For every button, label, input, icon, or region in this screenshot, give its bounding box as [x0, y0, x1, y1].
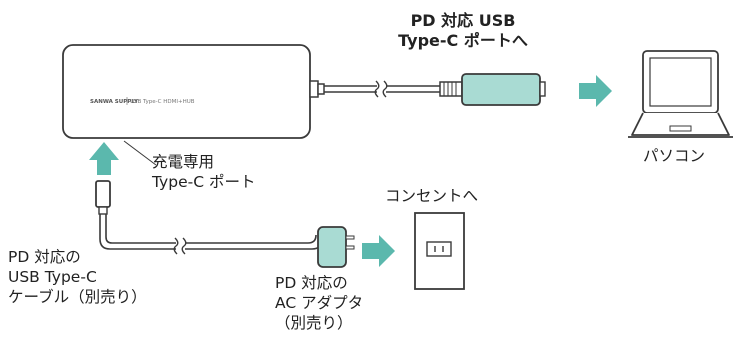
- strain-relief: [439, 81, 463, 97]
- usb-c-plug: [461, 73, 541, 106]
- arrow-to-outlet-icon: [362, 235, 395, 267]
- cable-label-line3: ケーブル（別売り）: [8, 288, 147, 306]
- adapter-label-line1: PD 対応の: [275, 274, 348, 292]
- wall-outlet-icon: [414, 212, 465, 290]
- cable-label-line2: USB Type-C: [8, 268, 97, 286]
- hub-model-text: USB Type-C HDMI+HUB: [130, 99, 195, 105]
- charging-port-label-line1: 充電専用: [152, 153, 215, 171]
- pc-label: パソコン: [643, 147, 706, 165]
- usb-hub: SANWA SUPPLY USB Type-C HDMI+HUB: [62, 44, 311, 139]
- charging-port-label-line2: Type-C ポート: [152, 173, 256, 191]
- pd-usb-c-label-line2: Type-C ポートへ: [398, 31, 528, 50]
- hub-brand-text: SANWA SUPPLY: [90, 99, 139, 105]
- usb-c-cable-plug: [95, 180, 111, 215]
- adapter-label: PD 対応の AC アダプタ （別売り）: [275, 273, 363, 333]
- adapter-label-line2: AC アダプタ: [275, 294, 364, 312]
- adapter-label-line3: （別売り）: [275, 314, 353, 332]
- arrow-up-charging-icon: [89, 142, 119, 175]
- arrow-to-pc-icon: [579, 75, 612, 107]
- cable-label-line1: PD 対応の: [8, 248, 81, 266]
- pd-usb-c-label-line1: PD 対応 USB: [410, 11, 516, 30]
- pd-usb-c-label: PD 対応 USB Type-C ポートへ: [368, 11, 558, 51]
- outlet-label: コンセントへ: [385, 187, 479, 205]
- ac-adapter-icon: [317, 226, 355, 268]
- laptop-icon: [628, 50, 733, 138]
- hub-cable-to-pc: [309, 73, 546, 106]
- charging-port-label: 充電専用 Type-C ポート: [152, 152, 255, 192]
- charging-port-leader-line: [123, 140, 157, 166]
- cable-label: PD 対応の USB Type-C ケーブル（別売り）: [8, 247, 147, 307]
